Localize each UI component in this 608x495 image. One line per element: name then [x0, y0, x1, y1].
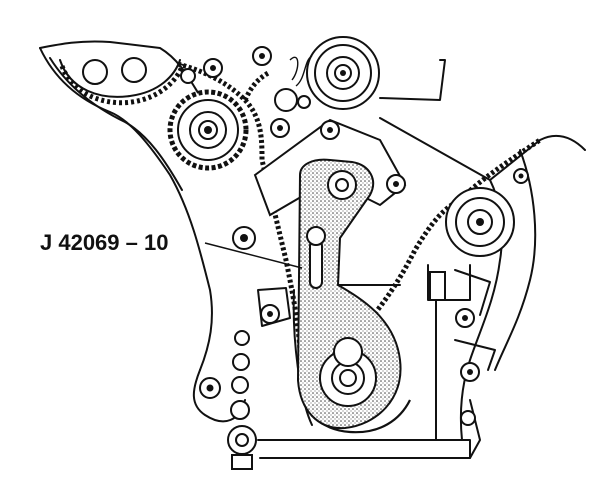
callout-leader — [204, 242, 303, 269]
special-tool-body — [296, 158, 402, 430]
right-bracket-assembly — [427, 264, 496, 441]
top-idler-pulley — [306, 36, 380, 110]
upper-bolts-cluster — [180, 46, 446, 138]
left-lower-assembly — [199, 226, 471, 470]
left-cam-sprocket — [59, 57, 186, 106]
left-idler-sprocket — [167, 89, 249, 171]
tool-callout-label: J 42069 – 10 — [40, 230, 168, 255]
right-idler-pulley — [445, 168, 529, 257]
